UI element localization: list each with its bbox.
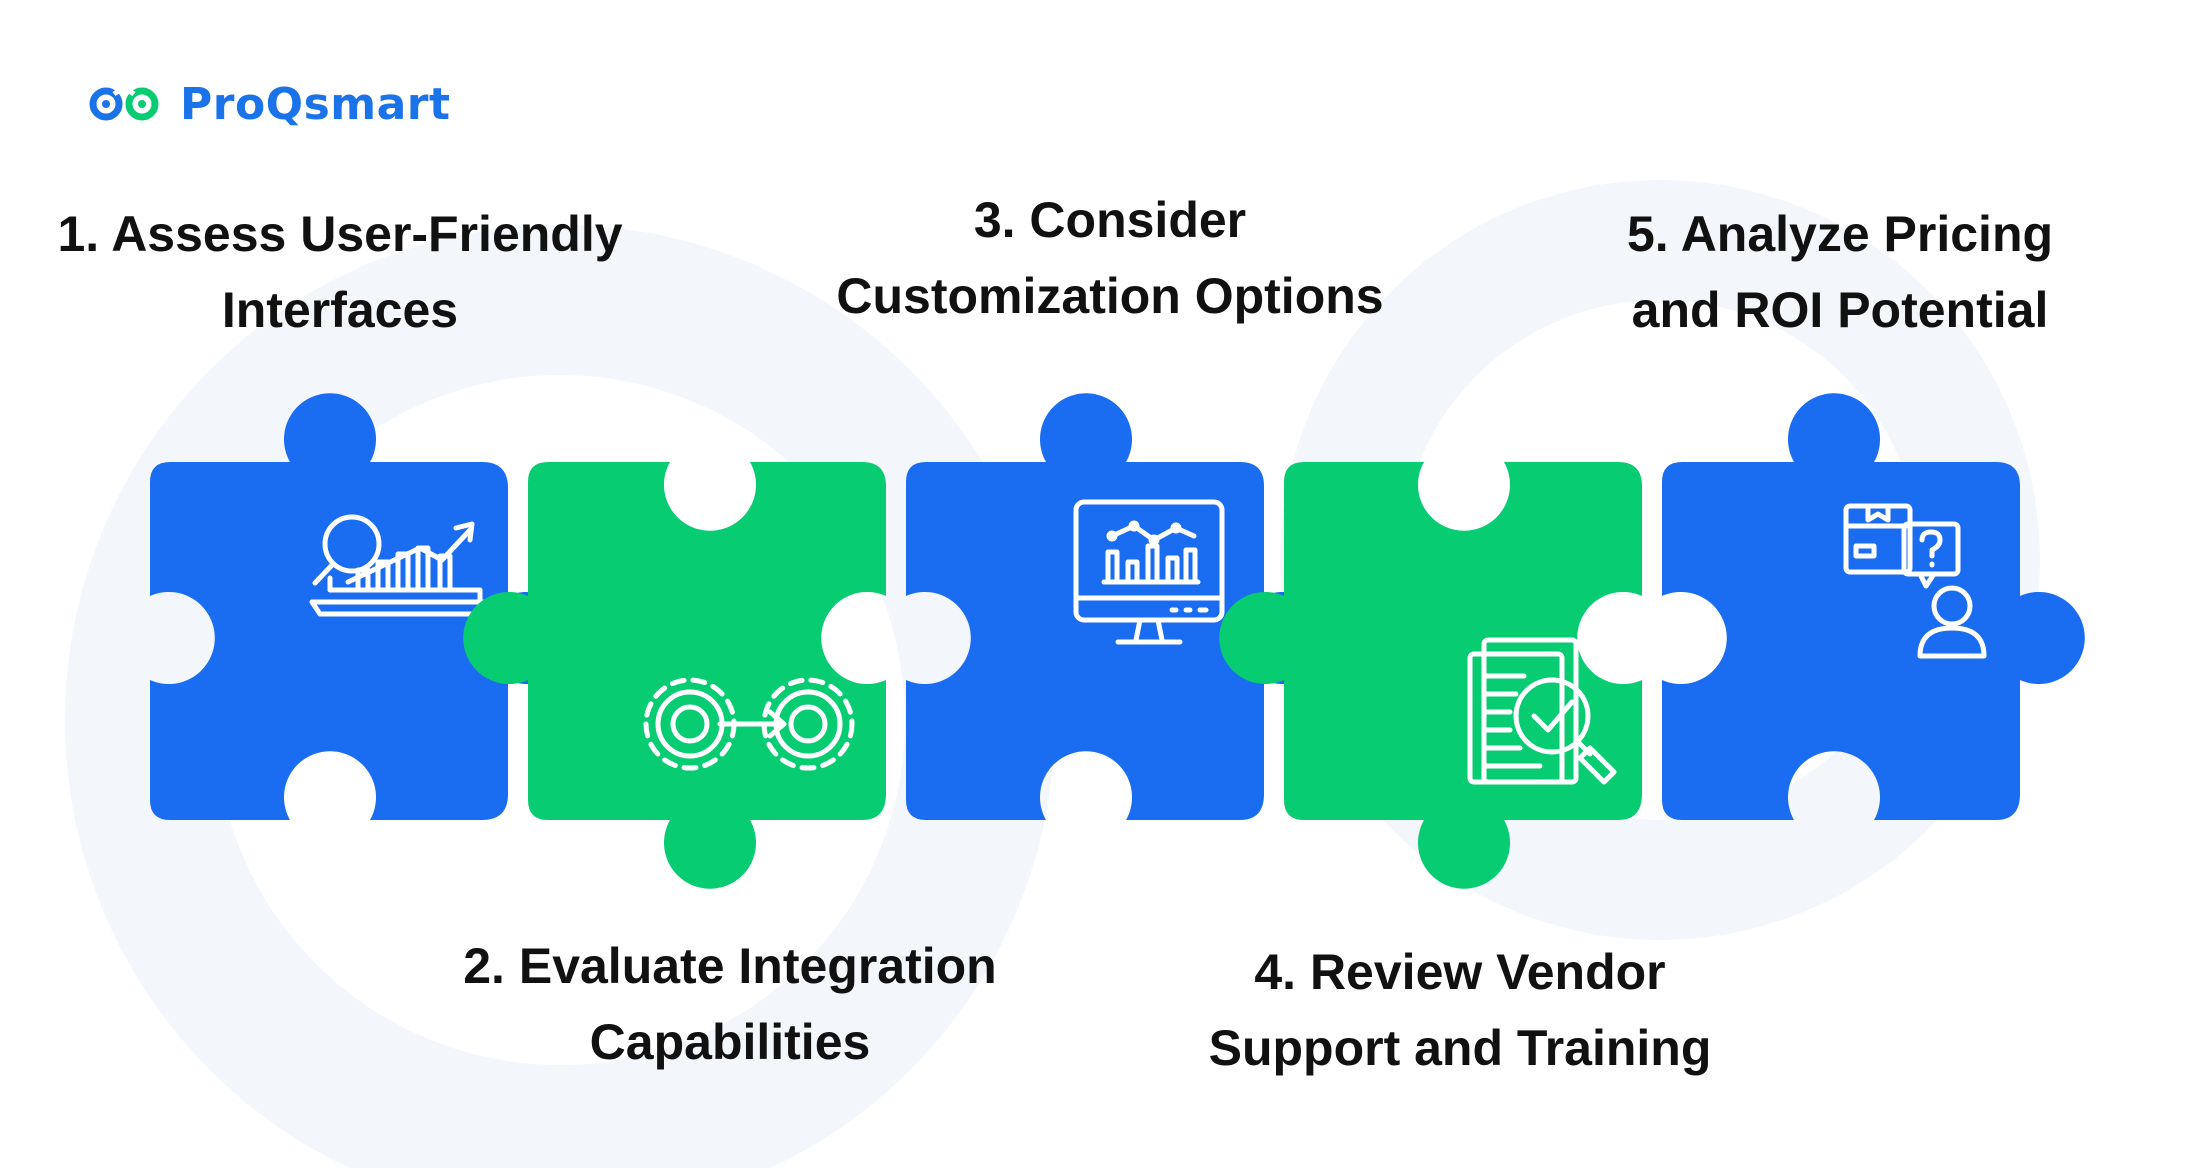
step-4-title: 4. Review Vendor	[1254, 944, 1666, 1000]
step-5-title: 5. Analyze Pricing	[1626, 206, 2054, 262]
logo-icon	[89, 87, 159, 121]
step-3-subtitle: Customization Options	[836, 268, 1384, 324]
step-5-subtitle: and ROI Potential	[1631, 282, 2049, 338]
monitor-dashboard-icon	[1073, 499, 1225, 645]
puzzle-piece-4	[1219, 462, 1642, 889]
step-5-label: 5. Analyze Pricing and ROI Potential	[1540, 196, 2140, 348]
step-4-subtitle: Support and Training	[1208, 1020, 1712, 1076]
step-2-title: 2. Evaluate Integration	[463, 938, 997, 994]
puzzle-piece-2	[463, 462, 886, 889]
puzzle-piece-1	[150, 393, 573, 820]
document-check-icon	[1467, 637, 1617, 785]
step-3-title: 3. Consider	[973, 192, 1247, 248]
step-2-subtitle: Capabilities	[589, 1014, 871, 1070]
analytics-magnifier-icon	[309, 514, 501, 617]
puzzle-piece-5	[1662, 393, 2085, 820]
step-1-subtitle: Interfaces	[221, 282, 459, 338]
step-1-title: 1. Assess User-Friendly	[57, 206, 623, 262]
step-3-label: 3. Consider Customization Options	[800, 182, 1420, 334]
brand-name: ProQsmart	[180, 78, 451, 130]
step-1-label: 1. Assess User-Friendly Interfaces	[40, 196, 640, 348]
brand-logo: ProQsmart	[86, 74, 451, 134]
step-4-label: 4. Review Vendor Support and Training	[1150, 934, 1770, 1086]
gear-integration-icon	[643, 677, 855, 771]
puzzle-piece-3	[906, 393, 1329, 820]
step-2-label: 2. Evaluate Integration Capabilities	[430, 928, 1030, 1080]
package-question-icon	[1843, 503, 1987, 659]
